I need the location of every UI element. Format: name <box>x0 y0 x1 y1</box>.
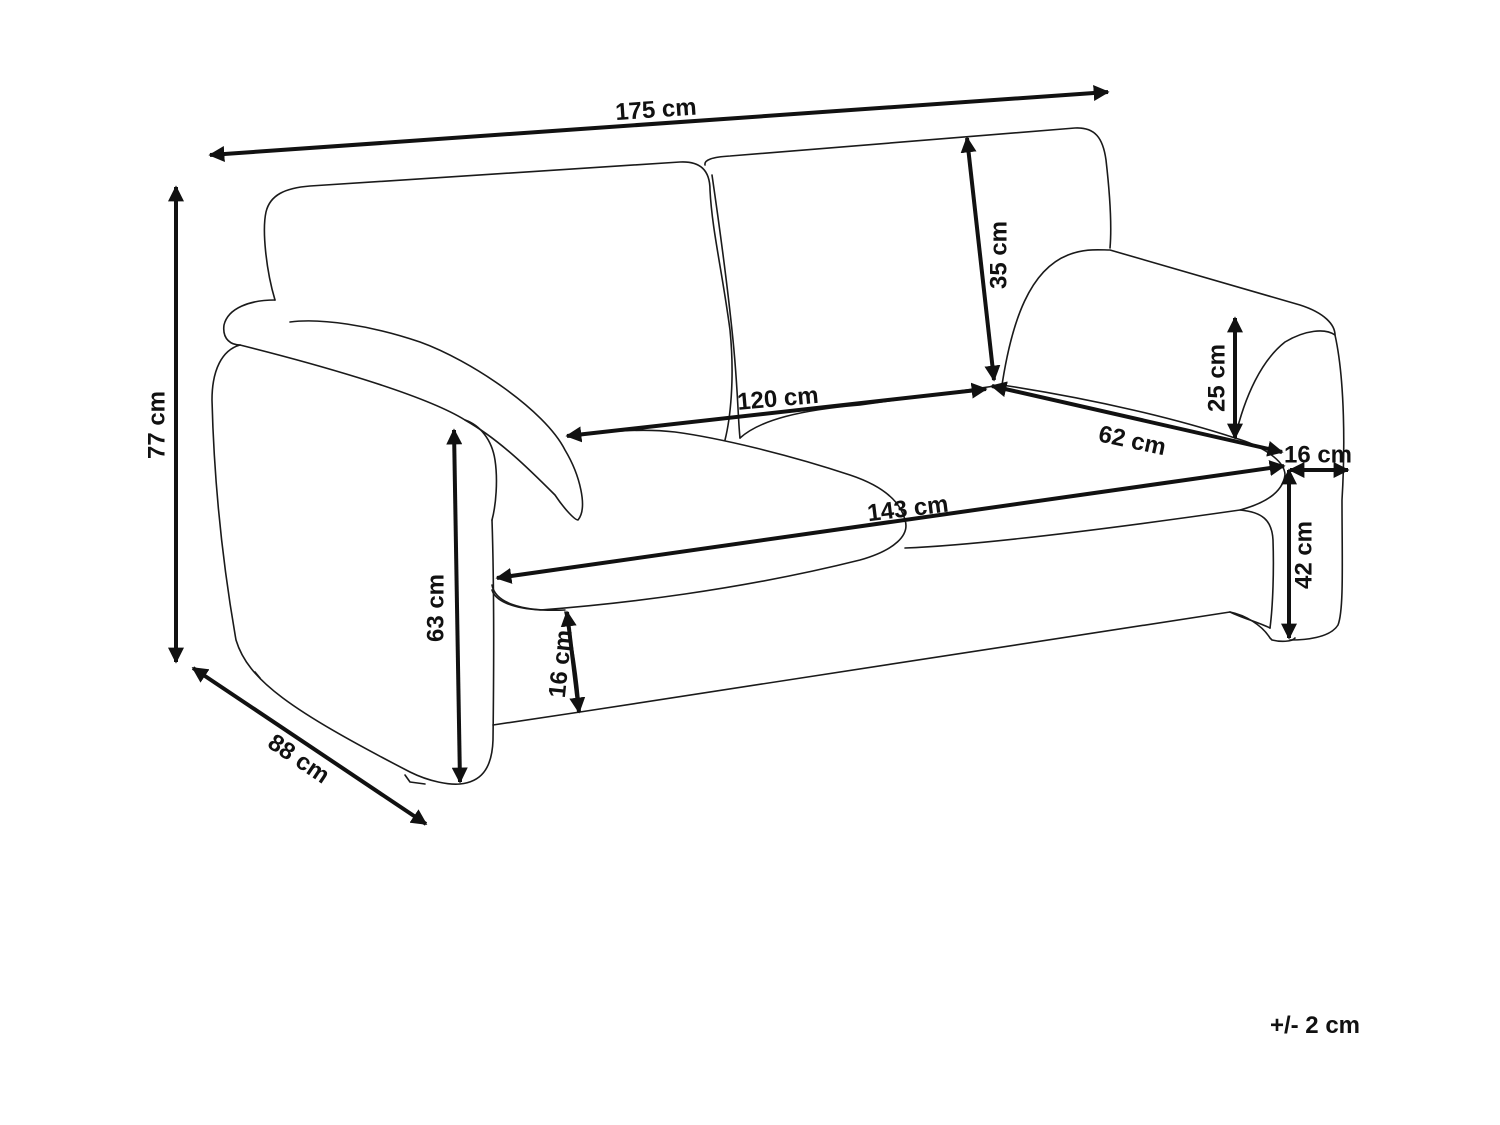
overall-height-label: 77 cm <box>143 391 170 459</box>
armrest-width-label: 16 cm <box>1284 441 1352 468</box>
seat-height-label: 42 cm <box>1290 521 1317 589</box>
dimension-lines <box>168 85 1350 826</box>
right-armrest <box>1001 248 1336 386</box>
base-clearance-arrow <box>560 610 586 714</box>
sofa-outline <box>211 127 1345 785</box>
inner-width-label: 143 cm <box>866 490 950 527</box>
backrest-height-arrow <box>960 136 1001 382</box>
overall-width-label: 175 cm <box>614 94 697 127</box>
overall-width-arrow <box>208 85 1110 162</box>
seat-depth-arrow <box>990 381 1284 457</box>
arm-height-label: 63 cm <box>422 574 449 642</box>
left-armrest <box>222 299 584 521</box>
arm-height-arrow <box>446 428 468 784</box>
overall-depth-arrow <box>191 666 428 826</box>
backrest-left-cushion <box>263 161 733 441</box>
backrest-height-label: 35 cm <box>985 221 1012 289</box>
sofa-base <box>492 611 1296 726</box>
seat-width-arrow <box>565 382 988 443</box>
armrest-height-above-seat-label: 25 cm <box>1203 344 1230 412</box>
tolerance-note: +/- 2 cm <box>1269 1012 1360 1039</box>
base-clearance-label: 16 cm <box>544 629 578 700</box>
seat-cushion-left <box>491 429 907 611</box>
inner-width-arrow <box>495 460 1286 584</box>
seat-depth-label: 62 cm <box>1096 421 1168 462</box>
backrest-right-cushion <box>704 127 1112 249</box>
